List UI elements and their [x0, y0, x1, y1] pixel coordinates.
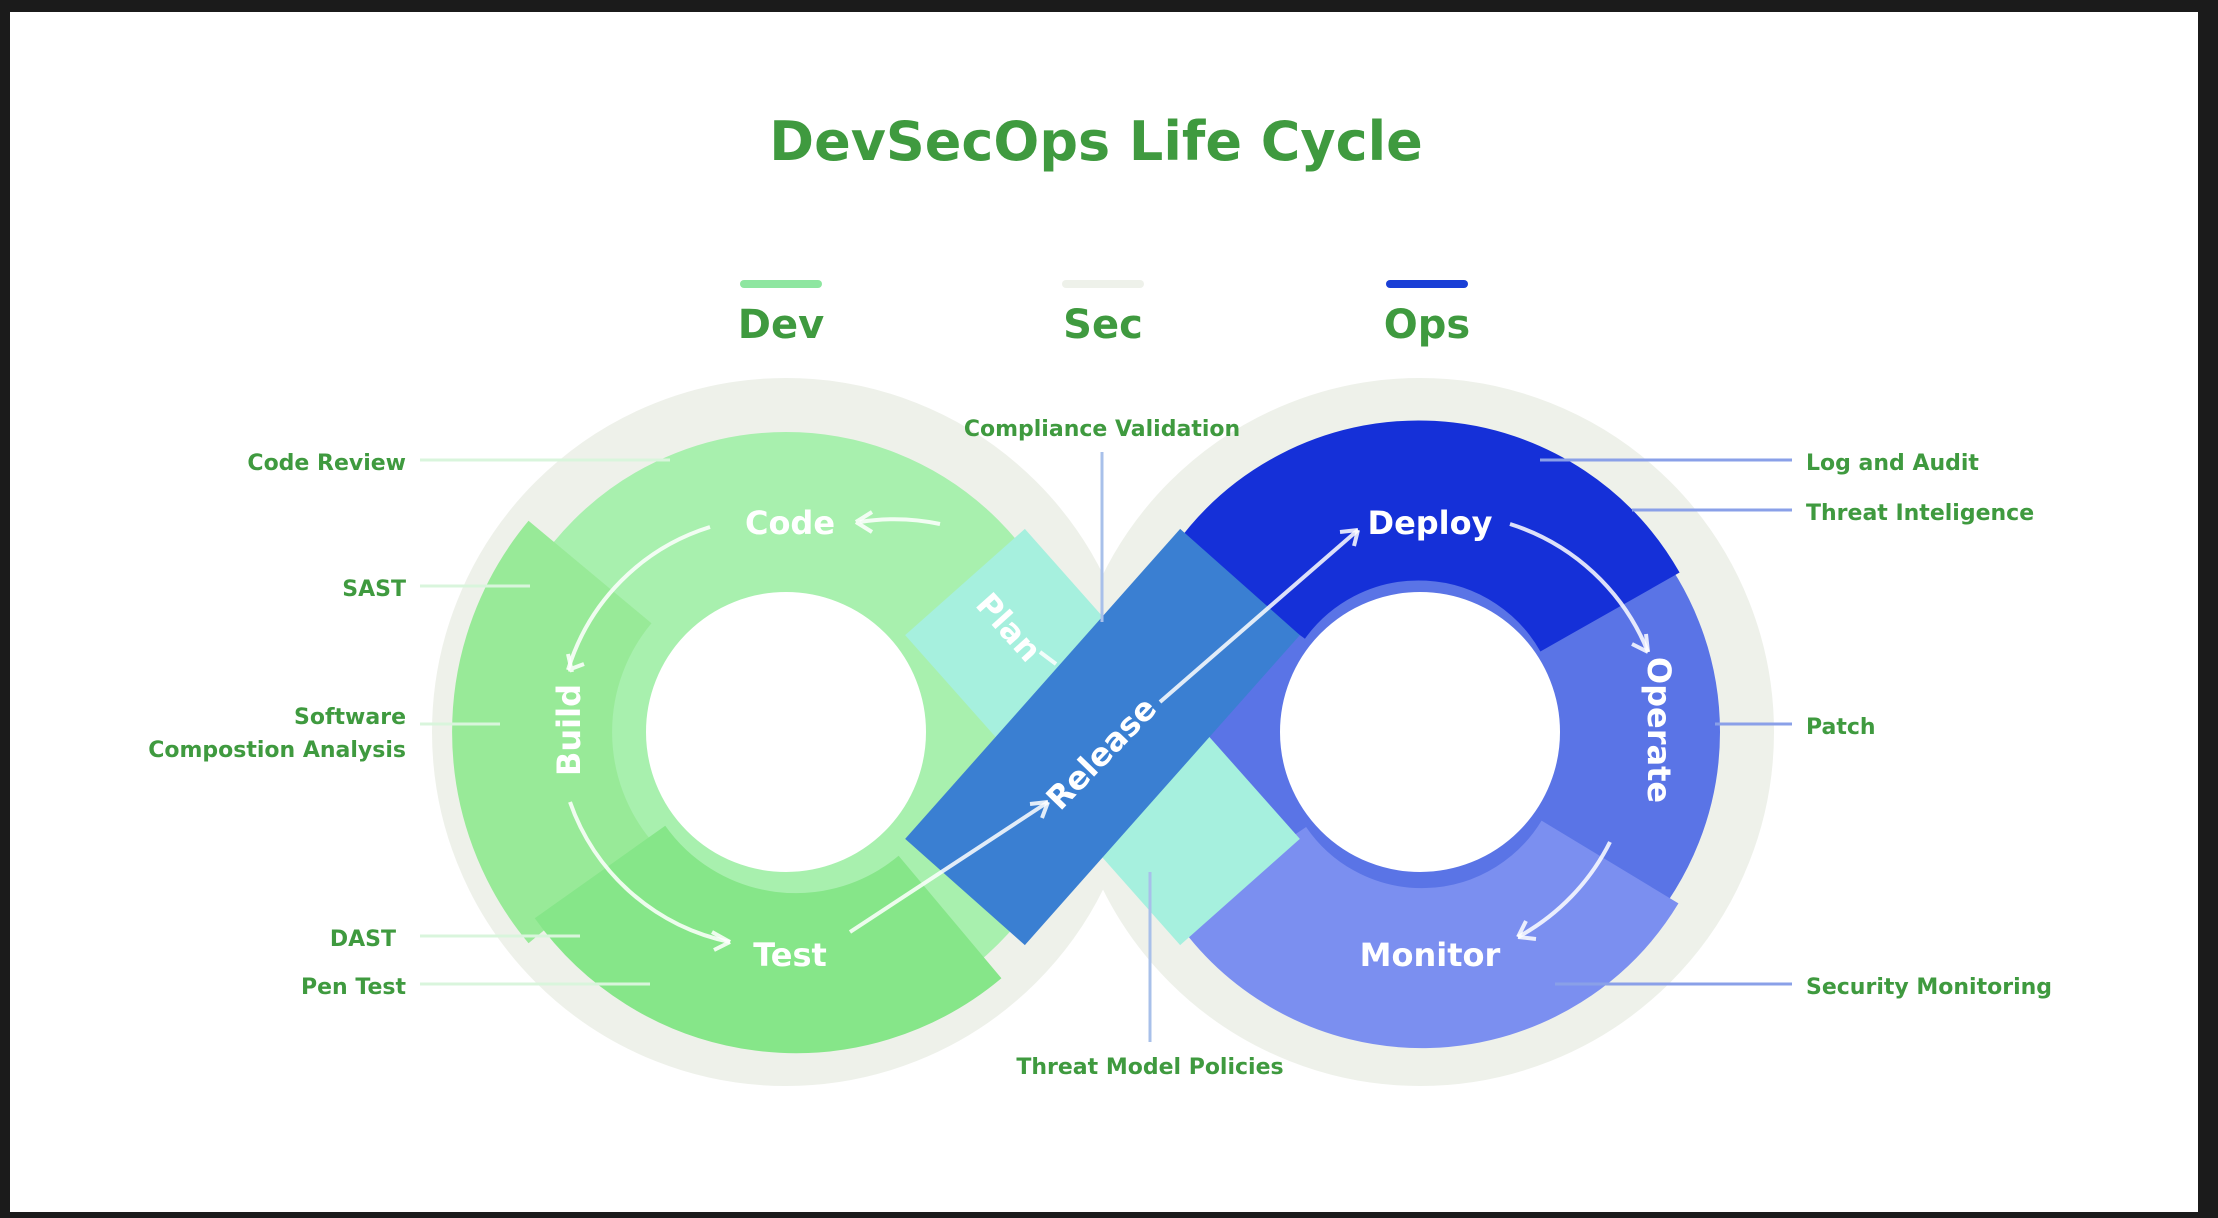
callout-pen-test: Pen Test	[301, 975, 406, 1000]
center-callouts: Compliance Validation Threat Model Polic…	[964, 417, 1284, 1080]
deploy-segment	[1175, 420, 1680, 654]
callout-dast: DAST	[330, 927, 396, 952]
devsecops-diagram: DevSecOps Life Cycle Dev Sec Ops	[148, 110, 2052, 1086]
legend-label-dev: Dev	[738, 302, 824, 348]
callout-sca-line1: Software	[294, 705, 406, 730]
legend-swatch-ops	[1386, 280, 1468, 288]
stage-deploy: Deploy	[1368, 504, 1493, 542]
callout-compliance: Compliance Validation	[964, 417, 1240, 442]
stage-code: Code	[745, 504, 835, 542]
ops-loop	[1120, 420, 1720, 1049]
release-band	[905, 528, 1300, 946]
callout-log-audit: Log and Audit	[1806, 451, 1979, 476]
callout-sca-line2: Compostion Analysis	[148, 738, 406, 763]
legend: Dev Sec Ops	[738, 280, 1470, 348]
legend-label-sec: Sec	[1063, 302, 1143, 348]
dev-loop	[452, 432, 1086, 1054]
legend-swatch-dev	[740, 280, 822, 288]
slide-frame: DevSecOps Life Cycle Dev Sec Ops	[10, 12, 2198, 1212]
legend-label-ops: Ops	[1384, 302, 1470, 348]
page-title: DevSecOps Life Cycle	[769, 110, 1422, 173]
crossing	[848, 528, 1360, 946]
left-callouts: Code Review SAST Software Compostion Ana…	[148, 451, 670, 1000]
stage-monitor: Monitor	[1360, 936, 1501, 974]
monitor-segment	[1173, 819, 1679, 1049]
build-segment	[452, 520, 653, 944]
stage-build: Build	[550, 684, 588, 776]
callout-sast: SAST	[342, 577, 406, 602]
test-segment	[534, 824, 1002, 1054]
callout-security-monitoring: Security Monitoring	[1806, 975, 2052, 1000]
stage-operate: Operate	[1640, 657, 1678, 803]
callout-threat-intel: Threat Inteligence	[1806, 501, 2034, 526]
legend-swatch-sec	[1062, 280, 1144, 288]
callout-code-review: Code Review	[247, 451, 406, 476]
callout-patch: Patch	[1806, 715, 1876, 740]
stage-test: Test	[753, 936, 827, 974]
right-callouts: Log and Audit Threat Inteligence Patch S…	[1540, 451, 2052, 1000]
callout-threat-model: Threat Model Policies	[1016, 1055, 1283, 1080]
